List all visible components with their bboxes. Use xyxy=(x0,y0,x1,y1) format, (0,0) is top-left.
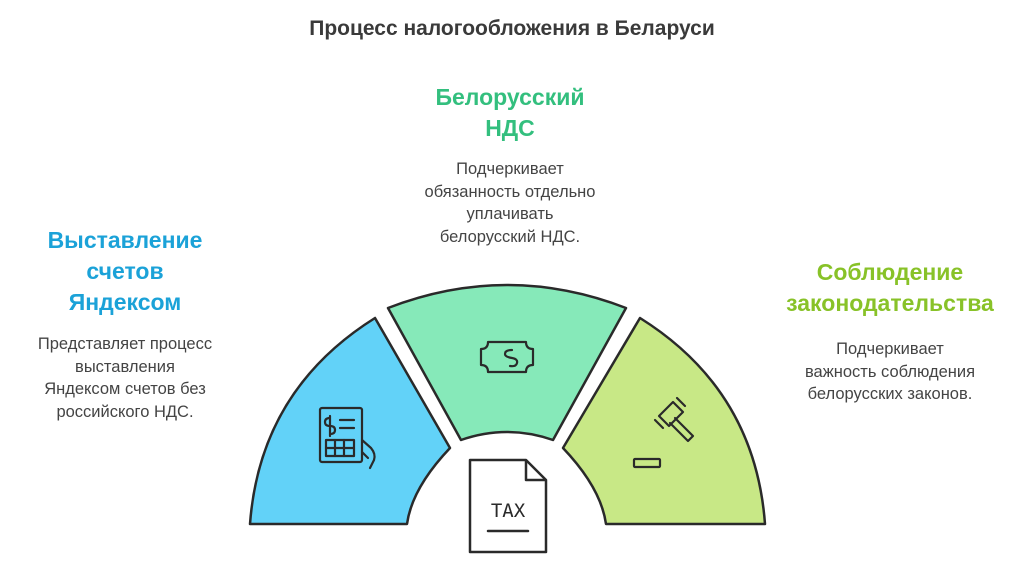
segment-description-invoicing: Представляет процесс выставления Яндексо… xyxy=(37,335,213,421)
invoice-hand-icon xyxy=(318,406,376,470)
gavel-icon xyxy=(632,396,695,469)
segment-heading-compliance: Соблюдение законодательства xyxy=(786,259,994,316)
tax-label: TAX xyxy=(491,500,526,522)
segment-description-vat: Подчеркивает обязанность отдельно уплачи… xyxy=(424,160,596,246)
page-title: Процесс налогообложения в Беларуси xyxy=(309,17,715,40)
segment-description-compliance: Подчеркивает важность соблюдения белорус… xyxy=(804,340,976,403)
segment-heading-vat: Белорусский НДС xyxy=(435,84,585,141)
segment-vat xyxy=(386,283,628,442)
money-icon xyxy=(479,340,535,374)
tax-document-icon: TAX xyxy=(468,458,548,554)
segment-heading-invoicing: Выставление счетов Яндексом xyxy=(47,227,203,315)
